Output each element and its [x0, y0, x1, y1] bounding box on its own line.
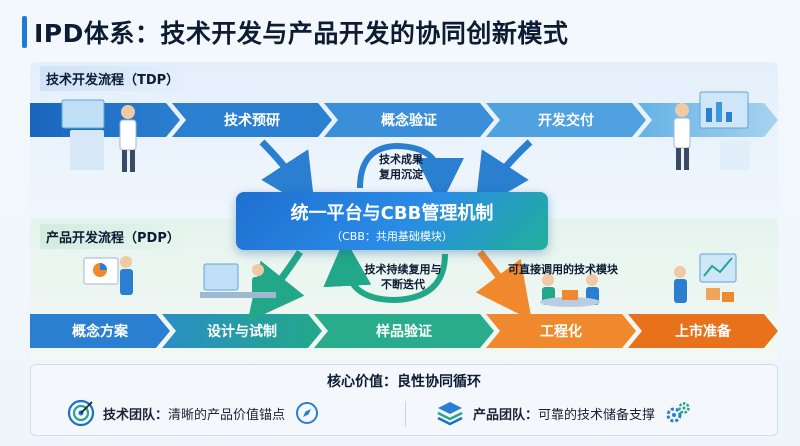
core-value-panel: 核心价值：良性协同循环 技术团队： 清晰的产品价值锚点 产品团队： 可靠的技术储…: [30, 364, 778, 436]
tdp-stage-2: 概念验证: [324, 103, 494, 137]
tdp-stage-3: 开发交付: [486, 103, 646, 137]
product-team-text: 可靠的技术储备支撑: [538, 407, 656, 423]
pdp-stage-5: 上市准备: [628, 314, 778, 348]
pdp-stage-1: 概念方案: [30, 314, 170, 348]
reuse-bottom-note: 技术持续复用与 不断迭代: [364, 263, 442, 291]
tdp-lead-chevron: [30, 103, 180, 137]
pdp-stage-4: 工程化: [486, 314, 636, 348]
tdp-label: 技术开发流程（TDP）: [40, 66, 190, 91]
product-team-value: 产品团队： 可靠的技术储备支撑: [435, 399, 691, 427]
layers-icon: [437, 402, 463, 426]
reuse-top-note: 技术成果 复用沉淀: [379, 153, 423, 181]
pdp-label: 产品开发流程（PDP）: [40, 224, 190, 249]
title-accent-bar: [22, 16, 27, 48]
compass-icon: [296, 402, 319, 424]
tech-team-text: 清晰的产品价值锚点: [168, 407, 286, 423]
hub-title: 统一平台与CBB管理机制: [290, 202, 494, 224]
tech-team-label: 技术团队：: [103, 407, 169, 423]
pdp-stage-2: 设计与试制: [162, 314, 322, 348]
target-icon: [67, 399, 95, 427]
value-divider: [405, 401, 406, 427]
tdp-tail-chevron: [638, 103, 778, 137]
pdp-stage-3: 样品验证: [314, 314, 494, 348]
gears-icon: [666, 402, 690, 423]
page-title: IPD体系：技术开发与产品开发的协同创新模式: [34, 19, 569, 48]
tdp-stage-1: 技术预研: [172, 103, 332, 137]
hub-subtitle: （CBB：共用基础模块）: [331, 229, 453, 243]
product-team-label: 产品团队：: [473, 407, 539, 423]
callable-modules-note: 可直接调用的技术模块: [508, 263, 618, 276]
cbb-platform-hub: 统一平台与CBB管理机制 （CBB：共用基础模块）: [236, 192, 548, 250]
core-value-title: 核心价值：良性协同循环: [327, 374, 481, 390]
tech-team-value: 技术团队： 清晰的产品价值锚点: [67, 399, 319, 427]
